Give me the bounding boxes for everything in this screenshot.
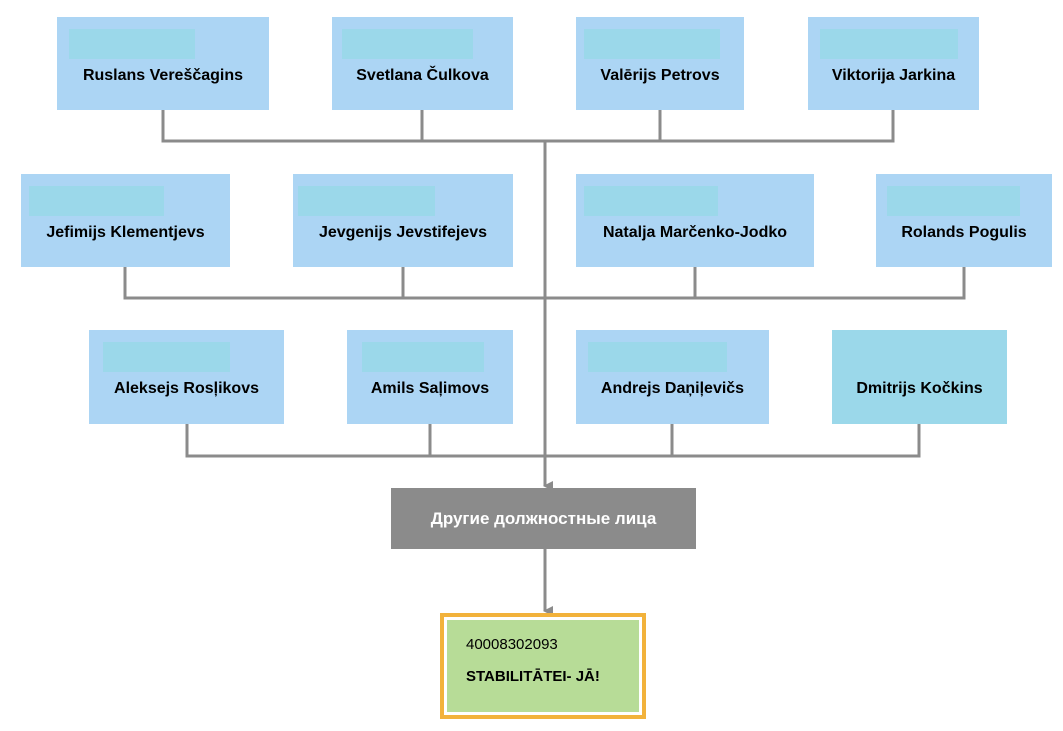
person-box[interactable]: Natalja Marčenko-Jodko xyxy=(576,174,814,267)
person-name: Jefimijs Klementjevs xyxy=(46,224,205,241)
person-name: Valērijs Petrovs xyxy=(600,67,720,84)
person-box[interactable]: Svetlana Čulkova xyxy=(332,17,513,110)
role-placeholder xyxy=(820,29,958,59)
person-name: Ruslans Vereščagins xyxy=(82,67,244,84)
company-registration-number: 40008302093 xyxy=(466,636,558,653)
person-box[interactable]: Rolands Pogulis xyxy=(876,174,1052,267)
role-placeholder xyxy=(29,186,164,216)
role-placeholder xyxy=(584,29,720,59)
role-placeholder xyxy=(69,29,195,59)
person-box[interactable]: Amils Saļimovs xyxy=(347,330,513,424)
person-box[interactable]: Dmitrijs Kočkins xyxy=(832,330,1007,424)
company-panel: 40008302093 STABILITĀTEI- JĀ! xyxy=(447,620,639,712)
role-placeholder xyxy=(342,29,473,59)
person-box[interactable]: Aleksejs Rosļikovs xyxy=(89,330,284,424)
person-name: Natalja Marčenko-Jodko xyxy=(602,224,788,241)
person-name: Jevgenijs Jevstifejevs xyxy=(318,224,488,241)
person-box[interactable]: Ruslans Vereščagins xyxy=(57,17,269,110)
other-officials-label: Другие должностные лица xyxy=(430,508,657,528)
person-name: Amils Saļimovs xyxy=(370,380,490,397)
person-name: Viktorija Jarkina xyxy=(831,67,956,84)
other-officials-box[interactable]: Другие должностные лица xyxy=(391,488,696,549)
person-name: Aleksejs Rosļikovs xyxy=(114,380,259,397)
role-placeholder xyxy=(588,342,727,372)
role-placeholder xyxy=(362,342,484,372)
role-placeholder xyxy=(887,186,1020,216)
person-box[interactable]: Jevgenijs Jevstifejevs xyxy=(293,174,513,267)
person-name: Andrejs Daņiļevičs xyxy=(600,380,745,397)
role-placeholder xyxy=(103,342,230,372)
company-name: STABILITĀTEI- JĀ! xyxy=(466,668,600,685)
company-box[interactable]: 40008302093 STABILITĀTEI- JĀ! xyxy=(440,613,646,719)
role-placeholder xyxy=(584,186,718,216)
person-box[interactable]: Viktorija Jarkina xyxy=(808,17,979,110)
person-box[interactable]: Valērijs Petrovs xyxy=(576,17,744,110)
person-name: Svetlana Čulkova xyxy=(356,67,489,84)
role-placeholder xyxy=(298,186,435,216)
person-name: Dmitrijs Kočkins xyxy=(856,380,983,397)
person-box[interactable]: Andrejs Daņiļevičs xyxy=(576,330,769,424)
person-box[interactable]: Jefimijs Klementjevs xyxy=(21,174,230,267)
person-name: Rolands Pogulis xyxy=(901,224,1027,241)
